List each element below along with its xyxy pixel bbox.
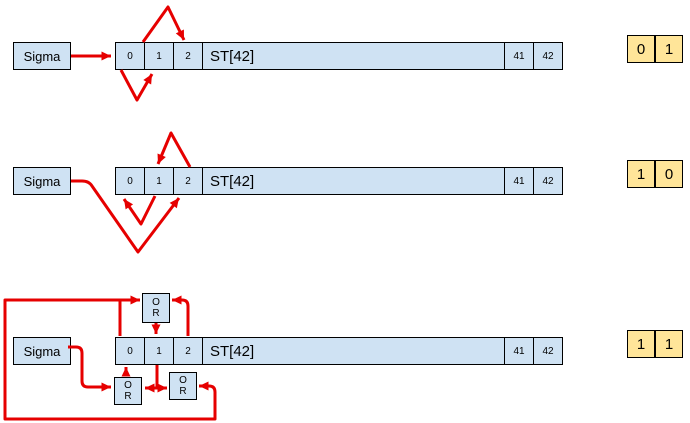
bit-cell-label: 1 bbox=[156, 345, 162, 357]
bit-cell-1: 1 bbox=[145, 43, 174, 69]
or-gate-bottom-right: O R bbox=[169, 372, 197, 400]
register-name: ST[42] bbox=[203, 168, 504, 194]
bit-cell-2: 2 bbox=[174, 43, 203, 69]
sigma-box-row3: Sigma bbox=[13, 337, 71, 365]
result-bit-box: 0 bbox=[627, 35, 655, 63]
result-bit-box: 0 bbox=[655, 160, 683, 188]
sigma-box-row2: Sigma bbox=[13, 167, 71, 195]
state-register-row2: 0 1 2 ST[42] 41 42 bbox=[115, 167, 563, 195]
sigma-label: Sigma bbox=[23, 173, 61, 189]
or-gate-label: R bbox=[152, 308, 160, 319]
bit-cell-label: 42 bbox=[542, 175, 554, 187]
result-bit: 1 bbox=[664, 40, 674, 58]
arrow-row3-cell2-to-top-or bbox=[172, 295, 190, 336]
bit-cell-label: 2 bbox=[185, 175, 191, 187]
bit-cell-label: 0 bbox=[127, 175, 133, 187]
bit-cell-42: 42 bbox=[533, 338, 562, 364]
result-bit-box: 1 bbox=[655, 330, 683, 358]
register-name: ST[42] bbox=[203, 338, 504, 364]
register-name: ST[42] bbox=[203, 43, 504, 69]
bit-cell-2: 2 bbox=[174, 168, 203, 194]
bit-cell-label: 0 bbox=[127, 345, 133, 357]
result-bit-box: 1 bbox=[627, 330, 655, 358]
arrow-row3-sigma-to-bottom-left-or bbox=[68, 345, 111, 392]
or-gate-bottom-left: O R bbox=[114, 377, 142, 405]
or-gate-label: R bbox=[179, 386, 187, 397]
bit-cell-label: 2 bbox=[185, 345, 191, 357]
arrow-row2-cell1-to-cell0 bbox=[122, 195, 157, 226]
result-bit: 1 bbox=[664, 335, 674, 353]
state-register-row3: 0 1 2 ST[42] 41 42 bbox=[115, 337, 563, 365]
bit-cell-label: 42 bbox=[542, 50, 554, 62]
bit-cell-label: 41 bbox=[513, 175, 525, 187]
result-bit-box: 1 bbox=[655, 35, 683, 63]
bit-cell-42: 42 bbox=[533, 168, 562, 194]
register-name-label: ST[42] bbox=[210, 342, 255, 360]
bit-cell-1: 1 bbox=[145, 338, 174, 364]
bit-cell-0: 0 bbox=[116, 43, 145, 69]
register-name-label: ST[42] bbox=[210, 172, 255, 190]
bit-cell-0: 0 bbox=[116, 168, 145, 194]
or-gate-label: O bbox=[179, 375, 187, 386]
bit-cell-41: 41 bbox=[504, 338, 533, 364]
result-bit: 0 bbox=[664, 165, 674, 183]
bit-cell-1: 1 bbox=[145, 168, 174, 194]
bit-cell-0: 0 bbox=[116, 338, 145, 364]
or-gate-label: O bbox=[124, 380, 132, 391]
sigma-box-row1: Sigma bbox=[13, 42, 71, 70]
bit-cell-label: 2 bbox=[185, 50, 191, 62]
or-gate-label: R bbox=[124, 391, 132, 402]
arrow-row1-cell1-to-cell2 bbox=[141, 5, 186, 43]
arrow-row1-cell0-to-cell1 bbox=[119, 69, 154, 102]
bit-cell-label: 41 bbox=[513, 345, 525, 357]
bit-cell-41: 41 bbox=[504, 43, 533, 69]
bit-cell-label: 1 bbox=[156, 175, 162, 187]
sigma-label: Sigma bbox=[23, 48, 61, 64]
bit-cell-label: 42 bbox=[542, 345, 554, 357]
result-bit: 1 bbox=[636, 165, 646, 183]
state-register-row1: 0 1 2 ST[42] 41 42 bbox=[115, 42, 563, 70]
sigma-label: Sigma bbox=[23, 343, 61, 359]
result-bit: 1 bbox=[636, 335, 646, 353]
result-bit-box: 1 bbox=[627, 160, 655, 188]
register-name-label: ST[42] bbox=[210, 47, 255, 65]
bit-cell-42: 42 bbox=[533, 43, 562, 69]
bit-cell-label: 0 bbox=[127, 50, 133, 62]
arrow-row2-cell2-to-cell1 bbox=[156, 131, 192, 168]
bit-cell-label: 1 bbox=[156, 50, 162, 62]
bit-cell-label: 41 bbox=[513, 50, 525, 62]
or-gate-top: O R bbox=[142, 293, 170, 323]
bit-cell-2: 2 bbox=[174, 338, 203, 364]
result-bit: 0 bbox=[636, 40, 646, 58]
bit-cell-41: 41 bbox=[504, 168, 533, 194]
or-gate-label: O bbox=[152, 297, 160, 308]
